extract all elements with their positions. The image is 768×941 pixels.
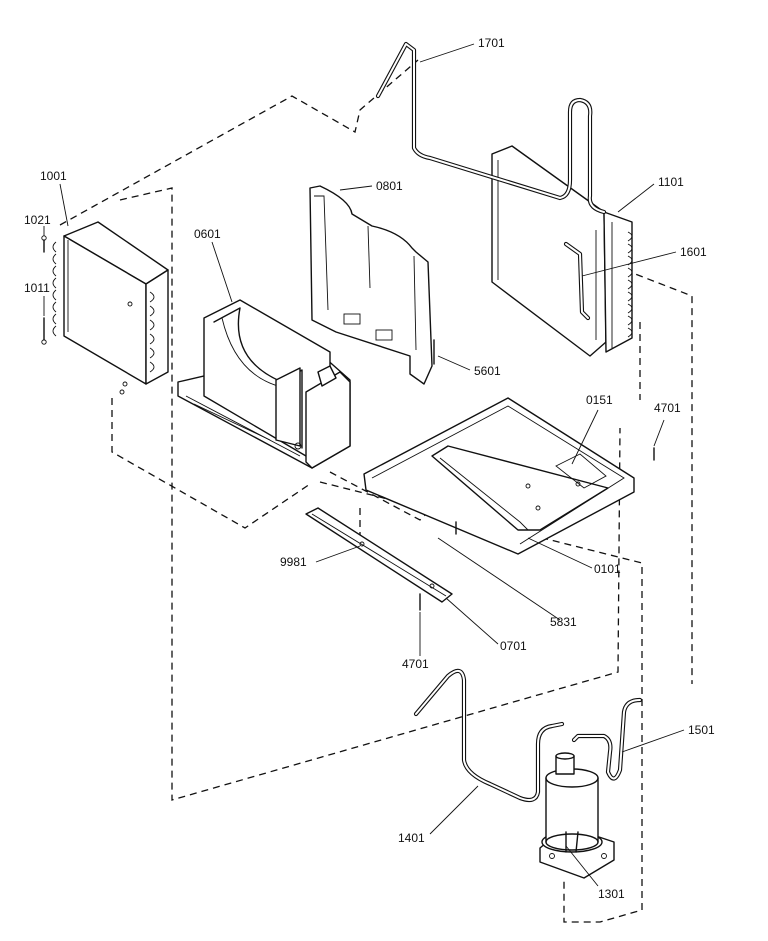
label-4701-lower: 4701 xyxy=(402,657,429,671)
label-1701: 1701 xyxy=(478,36,505,50)
label-1301: 1301 xyxy=(598,887,625,901)
condenser-coil-1001 xyxy=(52,221,169,395)
label-9981: 9981 xyxy=(280,555,307,569)
label-0801: 0801 xyxy=(376,179,403,193)
partition-panel-0801 xyxy=(309,185,435,385)
label-0601: 0601 xyxy=(194,227,221,241)
suction-tube-1401 xyxy=(413,668,565,803)
label-4701-upper: 4701 xyxy=(654,401,681,415)
leader-lines xyxy=(43,43,685,887)
label-0151: 0151 xyxy=(586,393,613,407)
coil-return-bends xyxy=(52,241,155,373)
sensor-1601 xyxy=(563,241,591,321)
capillary-tube-1701 xyxy=(375,41,607,215)
compressor-1301 xyxy=(539,752,615,879)
label-1101: 1101 xyxy=(658,175,684,189)
label-5601: 5601 xyxy=(474,364,501,378)
label-1021: 1021 xyxy=(24,213,51,227)
label-1001: 1001 xyxy=(40,169,67,183)
label-0701: 0701 xyxy=(500,639,527,653)
label-1501: 1501 xyxy=(688,723,715,737)
label-0101: 0101 xyxy=(594,562,621,576)
discharge-tube-1501 xyxy=(571,697,643,781)
shroud-0601 xyxy=(177,299,351,469)
base-pan-0101 xyxy=(363,397,635,555)
rail-0701 xyxy=(305,507,453,603)
evaporator-coil-1101 xyxy=(491,145,633,357)
label-5831: 5831 xyxy=(550,615,577,629)
part-labels: 1701 1001 1021 1011 0801 0601 1101 1601 … xyxy=(24,36,715,901)
label-1401: 1401 xyxy=(398,831,425,845)
evaporator-return-bends xyxy=(627,231,633,338)
screw-1011 xyxy=(41,317,47,345)
screw-1021 xyxy=(41,235,47,253)
label-1601: 1601 xyxy=(680,245,707,259)
label-1011: 1011 xyxy=(24,281,50,295)
